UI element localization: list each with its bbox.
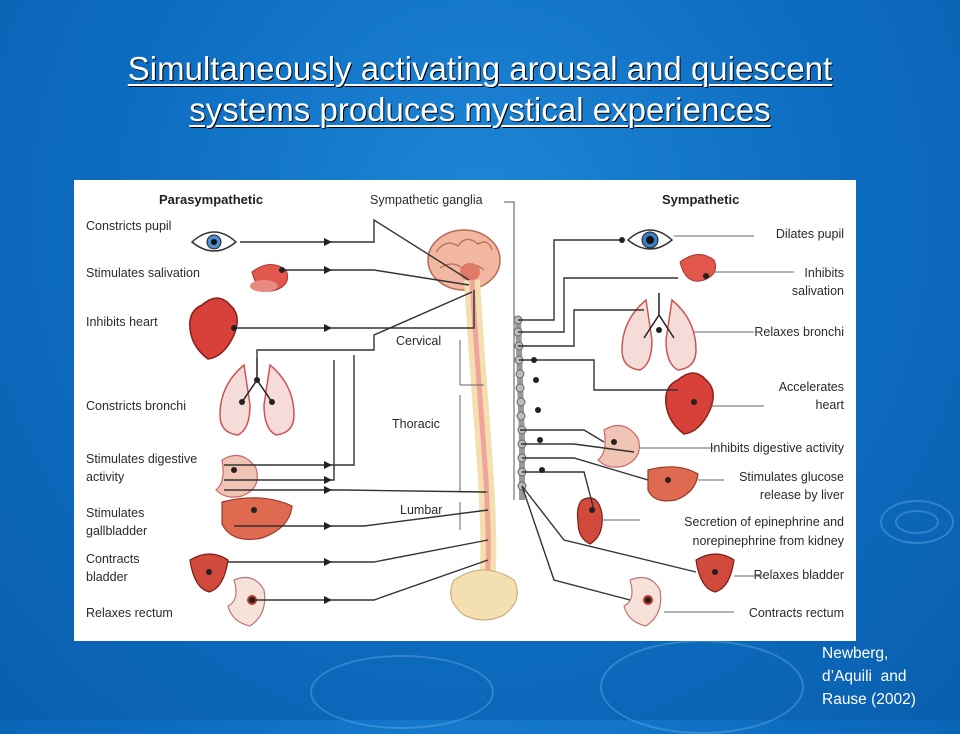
- citation-line-2: d’Aquili and: [822, 668, 907, 685]
- lungs-icon: [219, 358, 295, 436]
- left-effect-inhibits-heart: Inhibits heart: [86, 315, 158, 329]
- right-effect-heart: heart: [816, 398, 845, 412]
- water-ripple-decoration: [880, 500, 954, 544]
- lungs-icon: [621, 293, 697, 371]
- left-effect-stimulates-salivation: Stimulates salivation: [86, 266, 200, 280]
- slide-title-line-2: systems produces mystical experiences: [189, 91, 771, 128]
- left-effect-activity: activity: [86, 470, 125, 484]
- citation-line-3: Rause (2002): [822, 691, 916, 708]
- effect-pointer-lines: [602, 235, 794, 613]
- stomach-icon: [597, 424, 640, 468]
- sympathetic-nerve-paths: [518, 239, 697, 601]
- pelvis-icon: [450, 569, 518, 621]
- diagram-svg: Parasympathetic Sympathetic ganglia Symp…: [86, 192, 845, 627]
- right-effect-relaxes-bronchi: Relaxes bronchi: [754, 325, 844, 339]
- liver-icon: [221, 497, 293, 540]
- rectum-icon: [623, 577, 662, 627]
- cervical-label: Cervical: [396, 334, 441, 348]
- right-effect-secretion-epinephrine: Secretion of epinephrine and: [684, 515, 844, 529]
- right-effect-contracts-rectum: Contracts rectum: [749, 606, 844, 620]
- heart-icon: [665, 372, 714, 435]
- left-effect-gallbladder: gallbladder: [86, 524, 147, 538]
- water-ripple-decoration: [310, 655, 494, 729]
- right-effect-release-by-liver: release by liver: [760, 488, 844, 502]
- salivary-gland-icon: [250, 264, 289, 292]
- left-effect-stimulates-digestive: Stimulates digestive: [86, 452, 197, 466]
- liver-icon: [647, 466, 699, 502]
- left-effect-constricts-pupil: Constricts pupil: [86, 219, 171, 233]
- spinal-cord-icon: [464, 279, 497, 592]
- right-effect-stimulates-glucose: Stimulates glucose: [739, 470, 844, 484]
- right-effect-inhibits: Inhibits: [804, 266, 844, 280]
- brain-icon: [427, 229, 501, 291]
- eye-icon: [190, 231, 238, 252]
- thoracic-label: Thoracic: [392, 417, 440, 431]
- left-effect-constricts-bronchi: Constricts bronchi: [86, 399, 186, 413]
- left-effect-bladder: bladder: [86, 570, 128, 584]
- slide-title: Simultaneously activating arousal and qu…: [0, 48, 960, 130]
- right-effect-accelerates: Accelerates: [779, 380, 844, 394]
- sympathetic-arrows: [531, 237, 718, 603]
- right-effect-dilates-pupil: Dilates pupil: [776, 227, 844, 241]
- kidney-icon: [576, 497, 603, 545]
- parasympathetic-nerve-paths: [224, 218, 489, 601]
- parasympathetic-header: Parasympathetic: [159, 192, 263, 207]
- water-ripple-decoration: [895, 510, 939, 534]
- right-effect-salivation: salivation: [792, 284, 844, 298]
- rectum-icon: [227, 577, 266, 627]
- left-effect-contracts: Contracts: [86, 552, 140, 566]
- eye-icon: [626, 229, 674, 250]
- salivary-gland-icon: [679, 254, 717, 282]
- sympathetic-header: Sympathetic: [662, 192, 739, 207]
- citation-line-1: Newberg,: [822, 645, 889, 662]
- left-effect-relaxes-rectum: Relaxes rectum: [86, 606, 173, 620]
- sympathetic-ganglia-header: Sympathetic ganglia: [370, 193, 483, 207]
- right-effect-norepinephrine: norepinephrine from kidney: [693, 534, 845, 548]
- parasympathetic-arrows: [206, 238, 332, 604]
- right-effect-relaxes-bladder: Relaxes bladder: [754, 568, 844, 582]
- right-effect-inhibits-digestive: Inhibits digestive activity: [710, 441, 845, 455]
- stomach-icon: [215, 454, 258, 498]
- slide-title-line-1: Simultaneously activating arousal and qu…: [127, 50, 833, 87]
- autonomic-nervous-system-diagram: Parasympathetic Sympathetic ganglia Symp…: [74, 180, 856, 641]
- citation: Newberg, d’Aquili and Rause (2002): [822, 642, 958, 711]
- heart-icon: [189, 297, 238, 360]
- ganglia-pointer-line: [504, 201, 515, 500]
- lumbar-label: Lumbar: [400, 503, 442, 517]
- left-effect-stimulates: Stimulates: [86, 506, 144, 520]
